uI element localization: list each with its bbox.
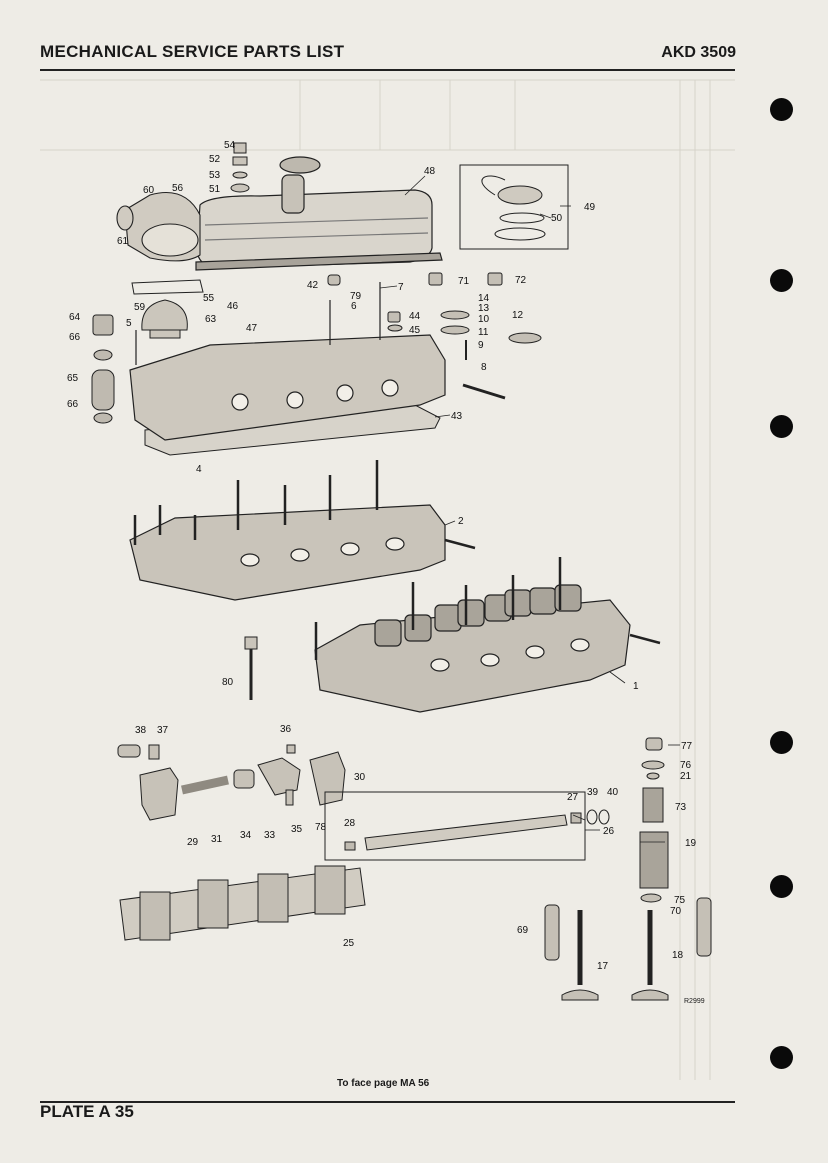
callout-39: 39 <box>587 787 599 798</box>
callout-43: 43 <box>451 411 463 422</box>
face-page-note: To face page MA 56 <box>337 1078 430 1089</box>
thermostat-housing <box>116 191 201 262</box>
callout-50: 50 <box>551 213 563 224</box>
callout-21: 21 <box>680 771 692 782</box>
page-header-title: MECHANICAL SERVICE PARTS LIST <box>40 42 345 61</box>
callout-30: 30 <box>354 772 366 783</box>
footer-rule <box>40 1101 735 1103</box>
callout-26: 26 <box>603 826 615 837</box>
rocker-shaft <box>324 791 610 861</box>
callout-31: 31 <box>211 834 223 845</box>
callout-66a: 66 <box>69 332 81 343</box>
callout-29: 29 <box>187 837 199 848</box>
callout-64: 64 <box>69 312 81 323</box>
callout-33: 33 <box>264 830 276 841</box>
callout-45: 45 <box>409 325 421 336</box>
callout-63: 63 <box>205 314 217 325</box>
heater-valve <box>91 314 115 424</box>
callout-51: 51 <box>209 184 221 195</box>
callout-35: 35 <box>291 824 303 835</box>
callout-79: 79 <box>350 291 362 302</box>
callout-76: 76 <box>680 760 692 771</box>
callout-19: 19 <box>685 838 697 849</box>
callout-73: 73 <box>675 802 687 813</box>
callout-65: 65 <box>67 373 79 384</box>
callout-69: 69 <box>517 925 529 936</box>
punch-hole-1 <box>770 98 793 121</box>
callout-42: 42 <box>307 280 319 291</box>
callout-12: 12 <box>512 310 524 321</box>
callout-54: 54 <box>224 140 236 151</box>
punch-hole-5 <box>770 875 793 898</box>
callout-77: 77 <box>681 741 693 752</box>
callout-40: 40 <box>607 787 619 798</box>
rocker-assembly <box>119 865 366 941</box>
water-parts <box>131 279 204 339</box>
callout-5: 5 <box>126 318 132 329</box>
callout-1: 1 <box>633 681 639 692</box>
callout-52: 52 <box>209 154 221 165</box>
callout-28: 28 <box>344 818 356 829</box>
punch-hole-2 <box>770 269 793 292</box>
long-bolt <box>244 636 258 700</box>
cylinder-head-top <box>129 282 446 441</box>
punch-hole-4 <box>770 731 793 754</box>
cylinder-head-1 <box>314 557 661 713</box>
cylinder-head-2 <box>129 460 476 601</box>
callout-78: 78 <box>315 822 327 833</box>
punch-hole-6 <box>770 1046 793 1069</box>
show-through-table <box>40 79 735 1080</box>
page-header-code: AKD 3509 <box>661 44 736 61</box>
callout-7: 7 <box>398 282 404 293</box>
callout-10: 10 <box>478 314 490 325</box>
callout-18: 18 <box>672 950 684 961</box>
callout-70: 70 <box>670 906 682 917</box>
callout-11: 11 <box>478 327 489 338</box>
valve-components <box>544 737 712 1001</box>
callout-8: 8 <box>481 362 487 373</box>
callout-17: 17 <box>597 961 609 972</box>
callout-37: 37 <box>157 725 169 736</box>
callout-75: 75 <box>674 895 686 906</box>
callout-14: 14 <box>478 293 490 304</box>
rocker-cover <box>195 156 443 271</box>
header-rule <box>40 69 735 71</box>
callout-53: 53 <box>209 170 221 181</box>
callout-61: 61 <box>117 236 129 247</box>
callout-2: 2 <box>458 516 464 527</box>
callout-labels: 54 52 53 51 48 60 56 61 49 50 42 79 6 7 … <box>67 140 697 972</box>
callout-9: 9 <box>478 340 484 351</box>
callout-71: 71 <box>458 276 470 287</box>
filler-cap-inset <box>481 175 546 241</box>
callout-4: 4 <box>196 464 202 475</box>
callout-48: 48 <box>424 166 436 177</box>
inset-box <box>459 164 569 250</box>
oil-filler-stack <box>230 142 250 193</box>
callout-38: 38 <box>135 725 147 736</box>
punch-hole-3 <box>770 415 793 438</box>
callout-72: 72 <box>515 275 527 286</box>
callout-44: 44 <box>409 311 421 322</box>
callout-46: 46 <box>227 301 239 312</box>
small-hardware <box>327 272 542 400</box>
callout-25: 25 <box>343 938 355 949</box>
callout-13: 13 <box>478 303 490 314</box>
callout-56: 56 <box>172 183 184 194</box>
callout-34: 34 <box>240 830 252 841</box>
callout-60: 60 <box>143 185 155 196</box>
callout-55: 55 <box>203 293 215 304</box>
drawing-number: R2999 <box>684 998 705 1005</box>
callout-49: 49 <box>584 202 596 213</box>
callout-66b: 66 <box>67 399 79 410</box>
callout-6: 6 <box>351 301 357 312</box>
callout-59: 59 <box>134 302 146 313</box>
plate-label: PLATE A 35 <box>40 1102 134 1121</box>
callout-80: 80 <box>222 677 234 688</box>
rocker-parts <box>117 744 346 821</box>
callout-47: 47 <box>246 323 258 334</box>
callout-27: 27 <box>567 792 579 803</box>
leader-lines <box>379 175 680 843</box>
callout-36: 36 <box>280 724 292 735</box>
